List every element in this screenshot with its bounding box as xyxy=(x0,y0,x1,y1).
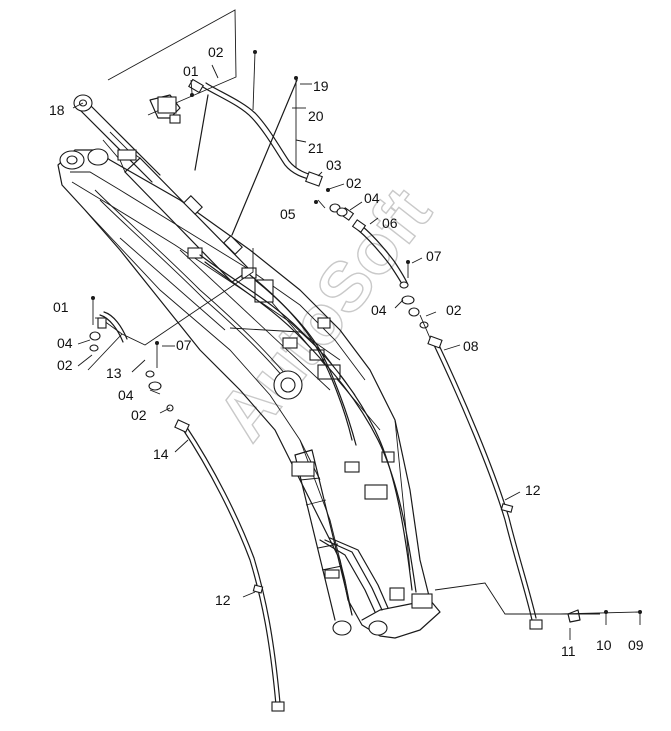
callout-label: 03 xyxy=(326,157,342,173)
detail-box-left xyxy=(87,248,285,712)
callout-label: 20 xyxy=(308,108,324,124)
callout-label: 04 xyxy=(57,335,73,351)
callout-label: 11 xyxy=(561,643,576,659)
callout-label: 01 xyxy=(183,63,199,79)
callout-labels: 01 02 18 19 20 21 03 02 05 04 06 07 04 0… xyxy=(49,44,644,659)
callout-label: 14 xyxy=(153,446,169,462)
hose-upper xyxy=(188,50,323,236)
callout-label: 10 xyxy=(596,637,612,653)
boom-hoses xyxy=(199,254,417,593)
callout-label: 02 xyxy=(346,175,362,191)
callout-label: 21 xyxy=(308,140,324,156)
callout-label: 12 xyxy=(215,592,231,608)
callout-label: 05 xyxy=(280,206,296,222)
callout-label: 13 xyxy=(106,365,122,381)
callout-label: 02 xyxy=(208,44,224,60)
callout-label: 02 xyxy=(57,357,73,373)
leader-lines xyxy=(72,64,641,640)
callout-label: 12 xyxy=(525,482,541,498)
callout-label: 02 xyxy=(131,407,147,423)
callout-label: 04 xyxy=(118,387,134,403)
boom-cylinder xyxy=(291,449,389,621)
callout-label: 02 xyxy=(446,302,462,318)
callout-label: 07 xyxy=(176,337,192,353)
callout-label: 07 xyxy=(426,248,442,264)
callout-label: 04 xyxy=(364,190,380,206)
callout-label: 06 xyxy=(382,215,398,231)
callout-label: 19 xyxy=(313,78,329,94)
fittings-right xyxy=(314,188,431,339)
callout-label: 01 xyxy=(53,299,69,315)
callout-label: 09 xyxy=(628,637,644,653)
callout-label: 18 xyxy=(49,102,65,118)
callout-label: 04 xyxy=(371,302,387,318)
detail-box-top xyxy=(107,9,237,124)
callout-label: 08 xyxy=(463,338,479,354)
